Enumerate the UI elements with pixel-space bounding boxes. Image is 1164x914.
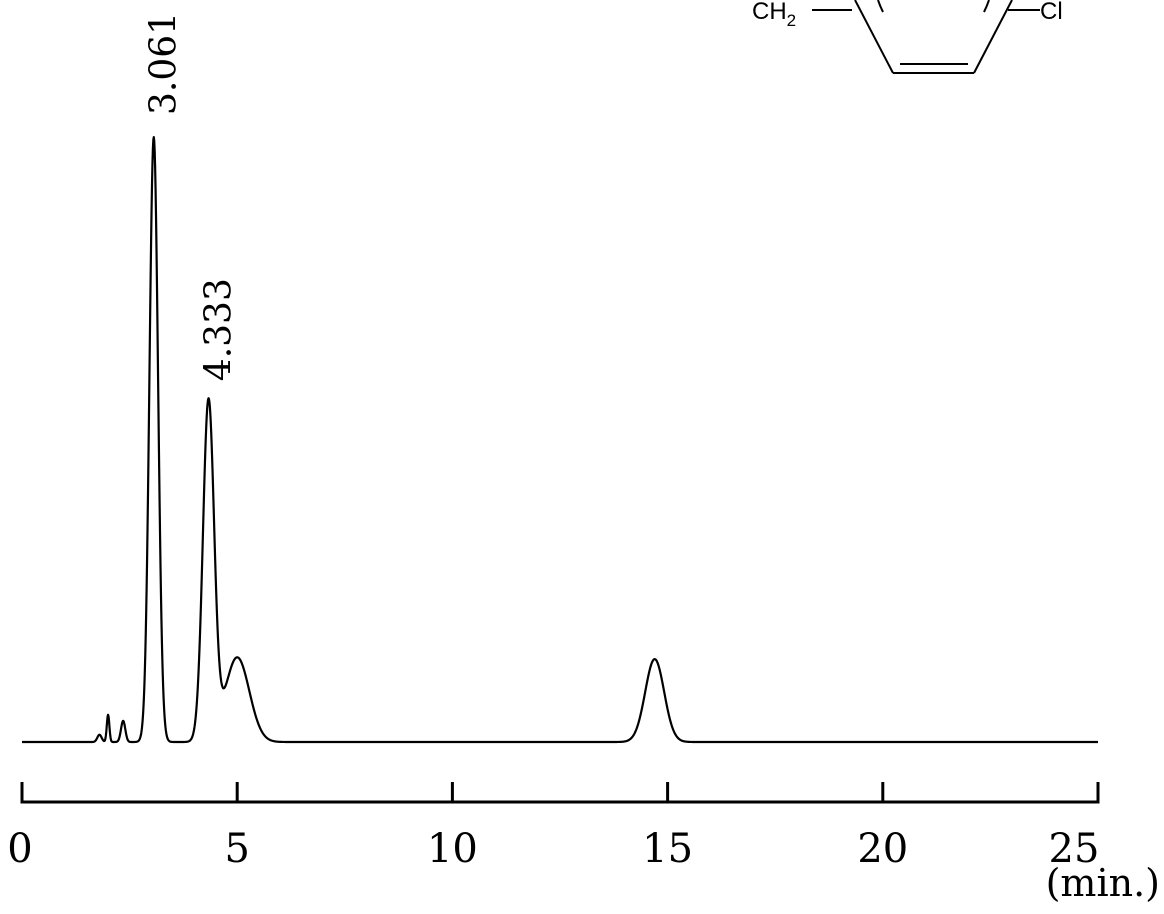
x-tick-label-5: 25 bbox=[1049, 826, 1100, 872]
chemical-structure: CH2 Cl bbox=[752, 0, 1063, 74]
ch2-subscript: 2 bbox=[787, 11, 796, 30]
peak-label-3: 3.061 bbox=[144, 12, 185, 115]
x-tick-label-1: 5 bbox=[224, 826, 249, 872]
x-tick-label-2: 10 bbox=[427, 826, 478, 872]
bond-ring-right-inner bbox=[983, 0, 990, 13]
bond-ring-left-inner bbox=[877, 0, 884, 13]
x-axis-tick-labels: 0 5 10 15 20 25 bbox=[7, 826, 1099, 872]
x-tick-label-0: 0 bbox=[7, 826, 32, 872]
bond-ring-left bbox=[854, 0, 894, 74]
x-axis-unit-label: (min.) bbox=[1046, 861, 1160, 905]
bond-ring-right bbox=[973, 0, 1013, 74]
chromatogram-trace bbox=[21, 135, 1099, 744]
x-tick-label-4: 20 bbox=[857, 826, 908, 872]
x-tick-label-3: 15 bbox=[642, 826, 693, 872]
x-axis-ticks bbox=[20, 782, 1100, 804]
peak-label-4: 4.333 bbox=[198, 278, 239, 381]
cl-label: Cl bbox=[1040, 0, 1063, 25]
peak-labels: 3.061 4.333 bbox=[144, 12, 240, 381]
ch2-label: CH2 bbox=[752, 0, 796, 30]
